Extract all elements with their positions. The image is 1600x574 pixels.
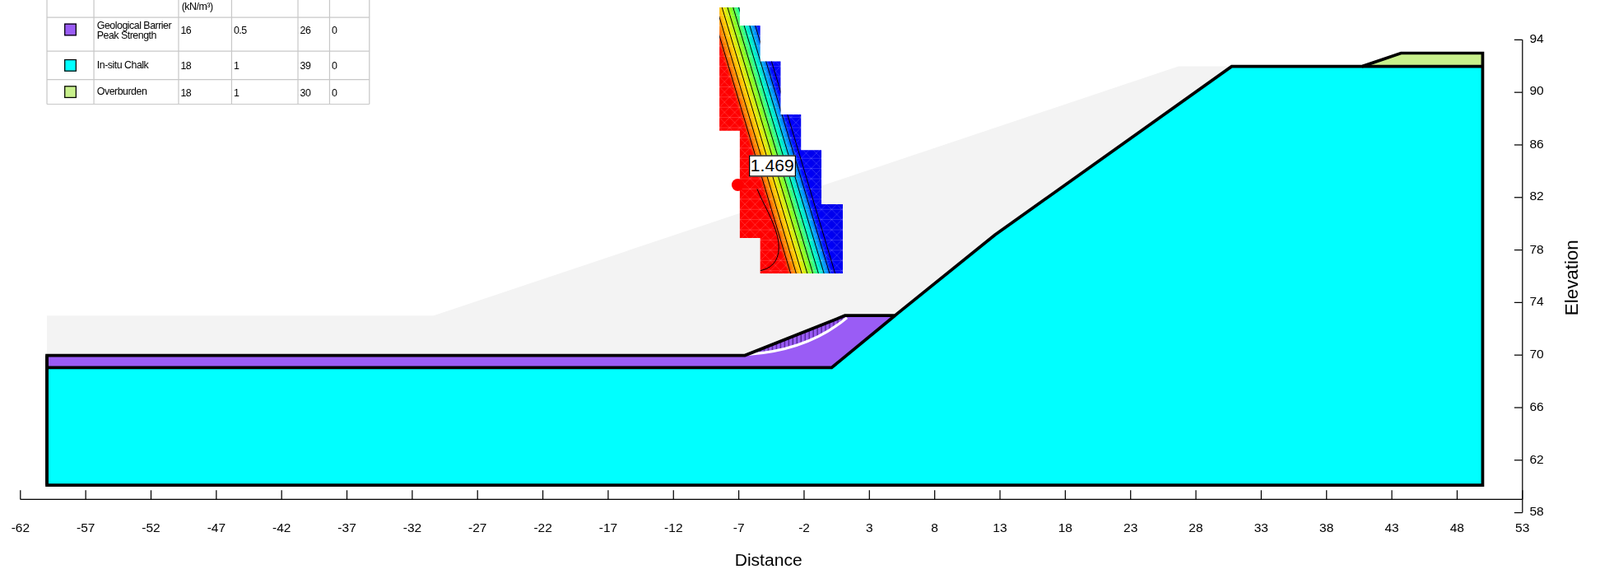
axis-tick: -12	[664, 521, 683, 536]
axis-tick: 70	[1529, 347, 1544, 362]
axis-tick: 38	[1319, 521, 1334, 536]
table-cell: 39	[300, 60, 312, 72]
axis-tick: 23	[1123, 521, 1138, 536]
axis-tick: 33	[1254, 521, 1269, 536]
material-name: In-situ Chalk	[97, 60, 179, 70]
material-swatch	[64, 85, 77, 98]
unit-header: (kN/m³)	[181, 0, 214, 13]
table-cell: 30	[300, 86, 312, 98]
axis-tick: 43	[1384, 521, 1399, 536]
axis-tick: 13	[992, 521, 1007, 536]
table-cell: 0.5	[233, 23, 247, 36]
axis-tick: -17	[599, 521, 618, 536]
table-cell: 0	[331, 23, 337, 36]
axis-tick: 3	[865, 521, 874, 536]
axis-tick: 66	[1529, 400, 1544, 414]
axis-tick: 58	[1529, 505, 1544, 520]
material-name: Geological Barrier Peak Strength	[97, 20, 179, 42]
axis-tick: -22	[533, 521, 552, 536]
axis-tick: 18	[1058, 521, 1073, 536]
axis-tick: -7	[733, 521, 745, 536]
table-cell: 1	[233, 86, 239, 98]
axis-tick: 48	[1450, 521, 1465, 536]
axis-tick: -37	[337, 521, 356, 536]
material-swatch	[64, 59, 77, 72]
axis-tick: 82	[1529, 190, 1544, 205]
table-cell: 26	[300, 23, 312, 36]
axis-tick: 78	[1529, 242, 1544, 257]
table-cell: 18	[180, 86, 191, 98]
axis-tick: -42	[272, 521, 291, 536]
axis-tick: 74	[1529, 295, 1544, 310]
material-name: Overburden	[97, 86, 179, 97]
axis-tick: 8	[930, 521, 939, 536]
table-cell: 18	[180, 60, 191, 72]
axis-tick: 90	[1529, 84, 1544, 99]
axis-tick: -57	[76, 521, 95, 536]
table-cell: 16	[180, 23, 191, 36]
table-cell: 0	[331, 86, 337, 98]
axis-tick: -52	[141, 521, 160, 536]
axis-tick: 53	[1515, 521, 1530, 536]
safety-factor: 1.469	[748, 154, 796, 177]
axis-tick: -32	[403, 521, 422, 536]
axis-tick: 86	[1529, 137, 1544, 152]
table-cell: 1	[233, 60, 239, 72]
axis-title: Elevation	[1562, 239, 1583, 316]
axis-tick: 94	[1529, 32, 1544, 47]
axis-tick: 28	[1188, 521, 1203, 536]
axis-tick: 62	[1529, 452, 1544, 467]
table-cell: 0	[331, 60, 337, 72]
axis-tick: -47	[207, 521, 226, 536]
axis-tick: -27	[468, 521, 487, 536]
material-swatch	[64, 23, 77, 37]
axis-tick: -2	[798, 521, 810, 536]
axis-tick: -62	[11, 521, 30, 536]
axis-title: Distance	[734, 550, 803, 570]
